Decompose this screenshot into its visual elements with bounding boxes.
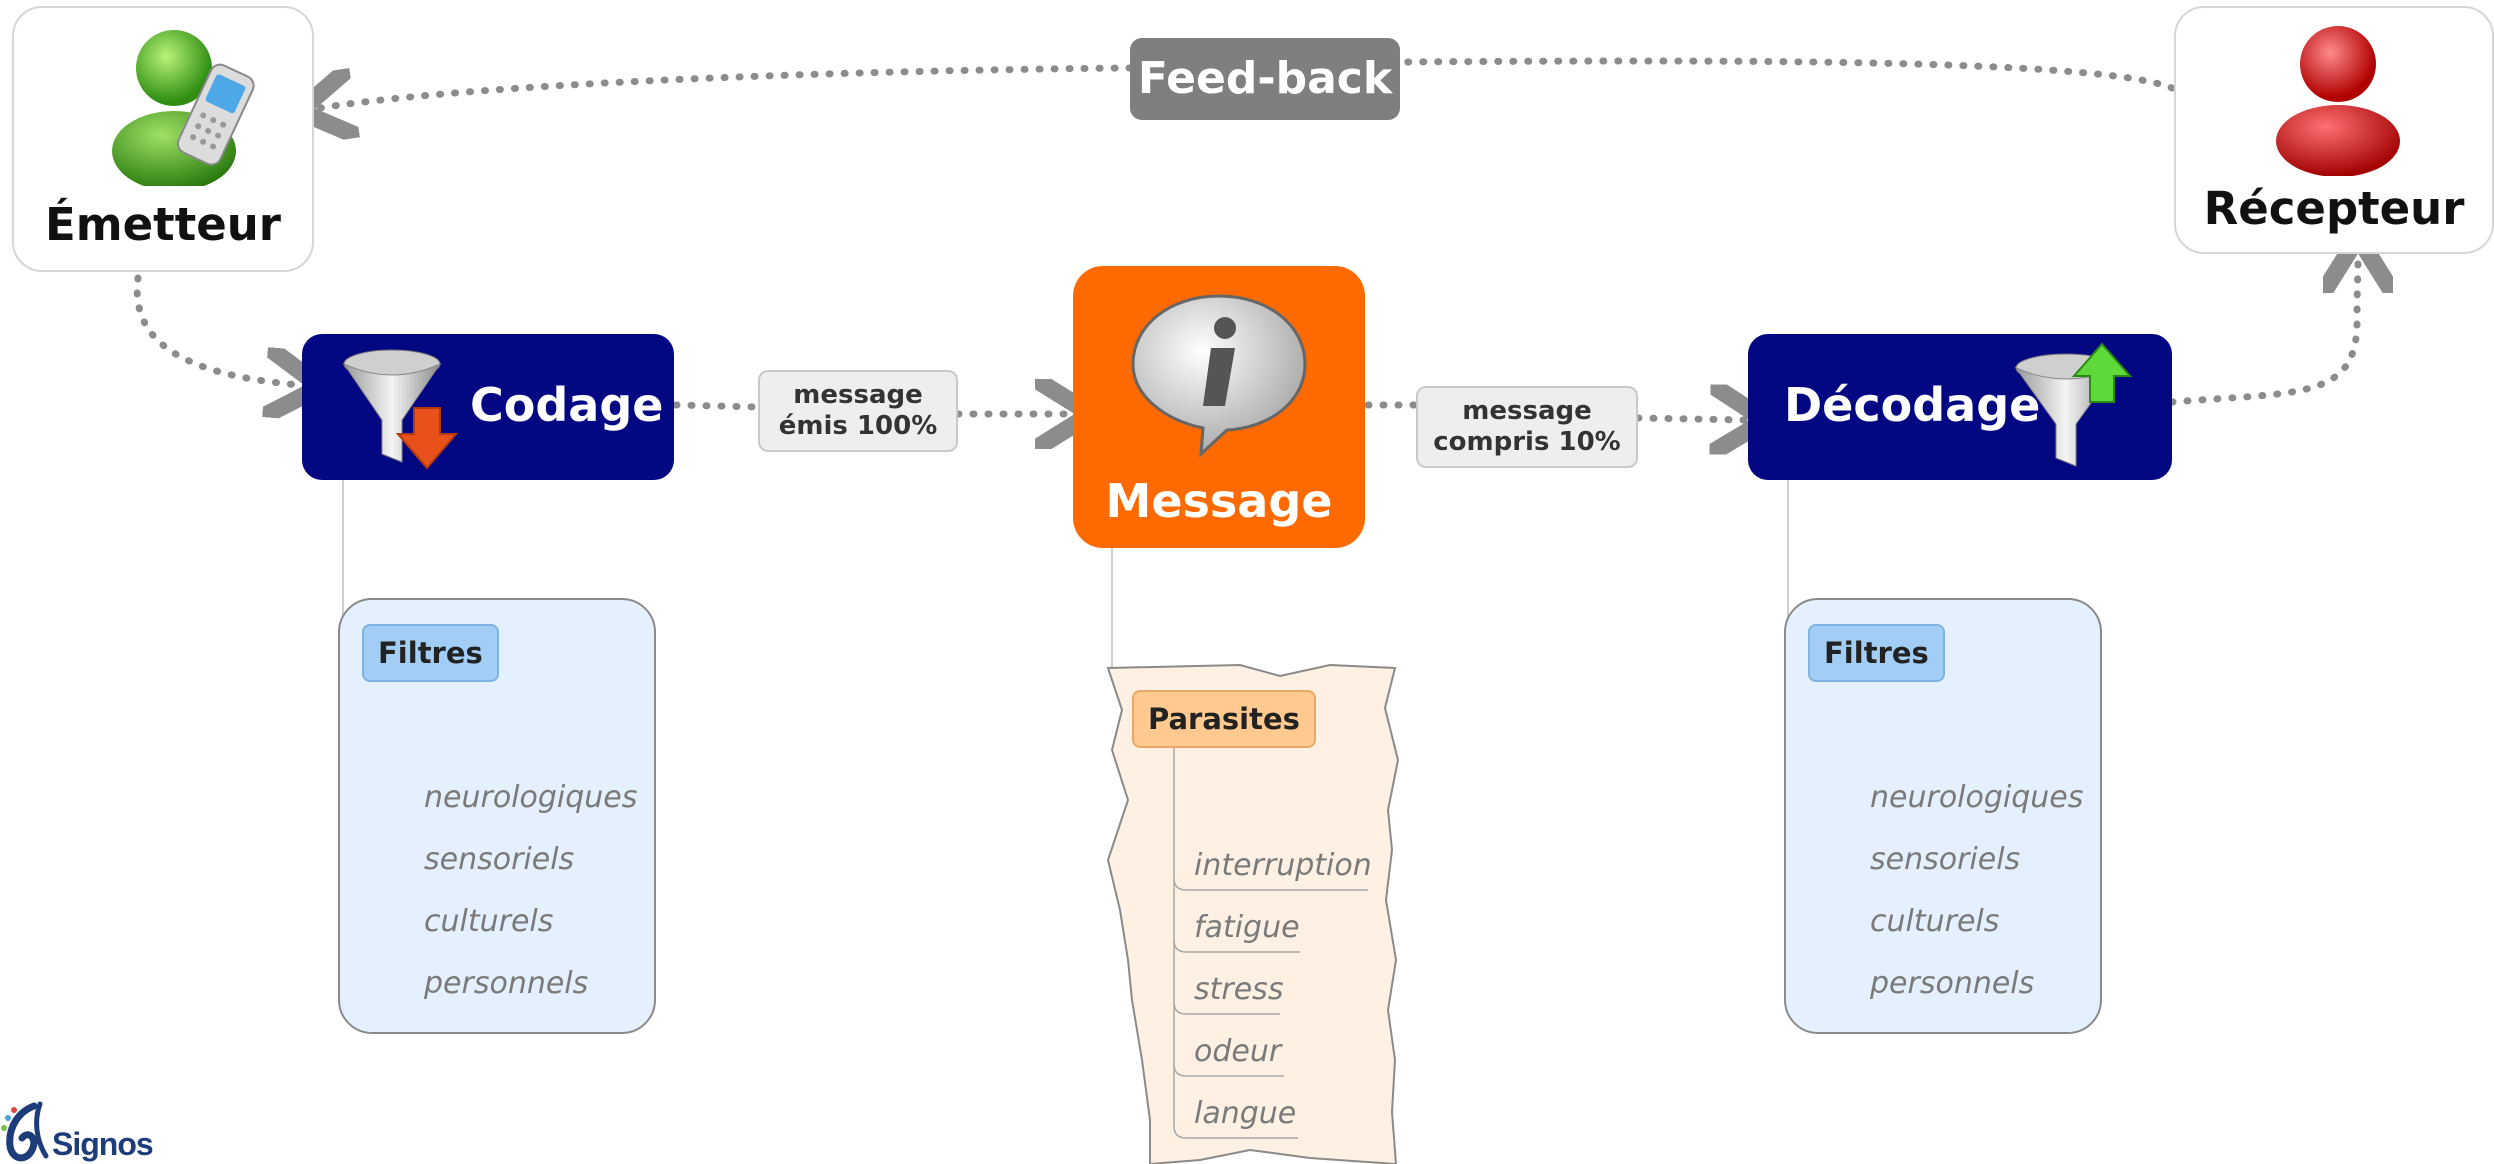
encoding-filter-neurologiques: neurologiques <box>424 780 638 815</box>
feedback-arrow-left <box>320 64 1134 108</box>
user-phone-icon <box>112 30 255 186</box>
decoding-filter-neurologiques: neurologiques <box>1870 780 2084 815</box>
info-bubble-icon <box>1131 294 1307 458</box>
understood-message-line1: message <box>1462 396 1592 426</box>
feedback-node: Feed-back <box>1130 38 1400 120</box>
sent-message-line1: message <box>793 380 923 410</box>
encoding-filters-title: Filtres <box>362 624 499 682</box>
decoding-label: Décodage <box>1784 378 2041 432</box>
sender-node: Émetteur <box>12 6 314 272</box>
receiver-node: Récepteur <box>2174 6 2494 254</box>
receiver-label: Récepteur <box>2203 182 2465 235</box>
encoding-filter-culturels: culturels <box>424 904 554 939</box>
sent-message-line2: émis 100% <box>778 411 938 441</box>
signos-logo-icon <box>1 1101 49 1162</box>
encoding-filter-sensoriels: sensoriels <box>424 842 575 877</box>
encoding-node: Codage <box>302 334 674 480</box>
understood-message-line2: compris 10% <box>1433 427 1621 457</box>
encoding-filter-personnels: personnels <box>424 966 589 1001</box>
sender-label: Émetteur <box>45 198 281 251</box>
noise-title: Parasites <box>1132 690 1316 748</box>
user-icon <box>2276 26 2400 176</box>
noise-odeur: odeur <box>1194 1034 1282 1069</box>
decoding-filters-title: Filtres <box>1808 624 1945 682</box>
signos-logo-text: Signos <box>52 1126 154 1162</box>
encoding-label: Codage <box>470 378 664 432</box>
message-node: Message <box>1073 266 1365 548</box>
sent-message-label: message émis 100% <box>758 370 958 452</box>
decoding-filter-personnels: personnels <box>1870 966 2035 1001</box>
noise-fatigue: fatigue <box>1194 910 1300 945</box>
message-label: Message <box>1105 474 1333 528</box>
label-to-decoding-arrow <box>1634 418 1745 420</box>
noise-langue: langue <box>1194 1096 1297 1131</box>
noise-panel-shape <box>1106 663 1400 1164</box>
noise-stress: stress <box>1194 972 1284 1007</box>
understood-message-label: message compris 10% <box>1416 386 1638 468</box>
sender-to-encoding-arrow <box>133 274 300 385</box>
funnel-down-icon <box>342 349 459 470</box>
feedback-arrow <box>1396 57 2176 92</box>
encoding-to-label-arrow <box>672 401 762 411</box>
decoding-filter-culturels: culturels <box>1870 904 2000 939</box>
decoding-filter-sensoriels: sensoriels <box>1870 842 2021 877</box>
funnel-up-icon <box>2014 342 2133 467</box>
decoding-node: Décodage <box>1748 334 2172 480</box>
decoding-to-receiver-arrow <box>2168 258 2358 406</box>
noise-interruption: interruption <box>1194 848 1372 883</box>
